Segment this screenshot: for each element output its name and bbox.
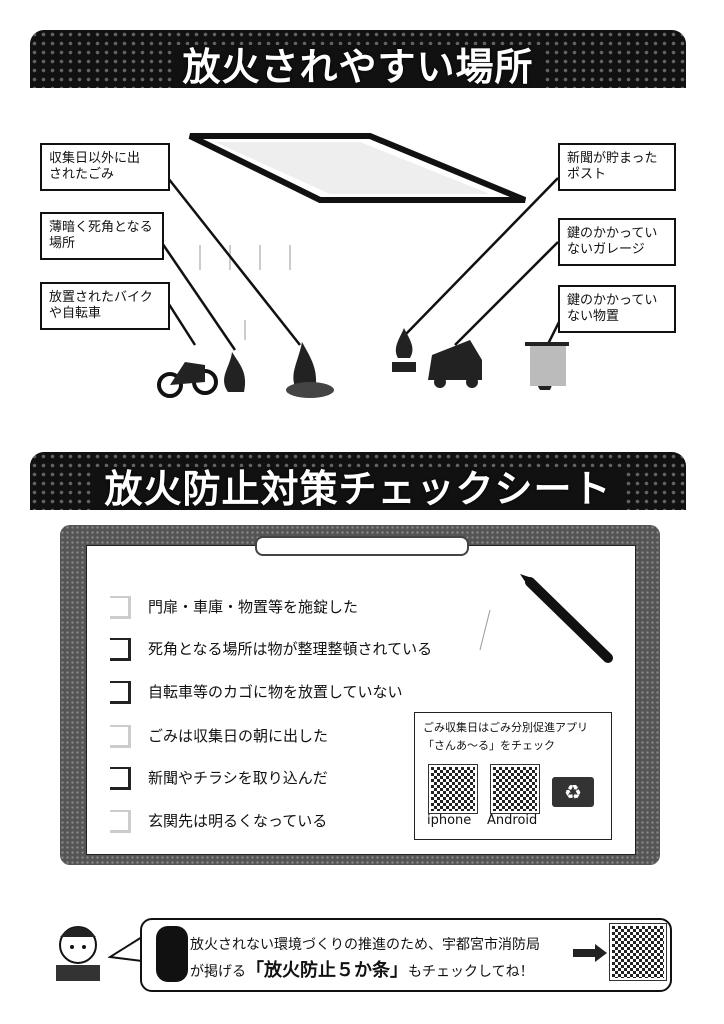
checkbox-5[interactable] bbox=[104, 765, 132, 790]
motorbike-icon bbox=[157, 362, 218, 398]
checkbox-3[interactable] bbox=[104, 679, 132, 704]
fire-icon bbox=[224, 328, 553, 395]
mascot-icon bbox=[56, 926, 100, 981]
footer-line-2-post: もチェックしてね！ bbox=[408, 964, 534, 980]
arrow-right-icon bbox=[573, 944, 607, 962]
footer-message-box: 放火されない環境づくりの推進のため、宇都宮市消防局 が掲げる「放火防止５か条」も… bbox=[140, 918, 672, 992]
footer-line-1: 放火されない環境づくりの推進のため、宇都宮市消防局 bbox=[190, 937, 540, 953]
app-line-2: 「さんあ～る」をチェック bbox=[423, 739, 555, 752]
iphone-label: iphone bbox=[427, 813, 472, 828]
clipboard-clip bbox=[255, 536, 469, 556]
checkbox-4[interactable] bbox=[104, 723, 132, 748]
check-item-2: 死角となる場所は物が整理整頓されている bbox=[148, 640, 433, 658]
check-item-6: 玄関先は明るくなっている bbox=[148, 812, 328, 830]
callout-bike: 放置されたバイク や自転車 bbox=[40, 282, 170, 330]
section2-banner: 放火防止対策チェックシート bbox=[30, 452, 686, 510]
footer-line-2-pre: が掲げる bbox=[190, 964, 246, 980]
callout-post: 新聞が貯まった ポスト bbox=[558, 143, 676, 191]
storage-shed bbox=[525, 342, 569, 346]
android-label: Android bbox=[487, 813, 538, 828]
section2-title: 放火防止対策チェックシート bbox=[94, 467, 622, 510]
section1-title: 放火されやすい場所 bbox=[172, 45, 544, 88]
callout-shed: 鍵のかかってい ない物置 bbox=[558, 285, 676, 333]
footer-five-rules: 「放火防止５か条」 bbox=[246, 960, 408, 981]
callout-garbage: 収集日以外に出 されたごみ bbox=[40, 143, 170, 191]
pencil-icon bbox=[479, 574, 613, 663]
car-icon bbox=[428, 340, 482, 380]
lantern-icon bbox=[156, 926, 188, 982]
recycle-icon: ♻ bbox=[552, 777, 594, 807]
check-item-4: ごみは収集日の朝に出した bbox=[148, 727, 329, 745]
callout-garage: 鍵のかかってい ないガレージ bbox=[558, 218, 676, 266]
check-item-3: 自転車等のカゴに物を放置していない bbox=[148, 683, 403, 701]
app-info-box: ごみ収集日はごみ分別促進アプリ 「さんあ～る」をチェック ♻ iphone An… bbox=[414, 712, 612, 840]
qr-code-android[interactable] bbox=[490, 764, 540, 814]
roof-inner bbox=[215, 142, 490, 194]
qr-code-fire-department[interactable] bbox=[609, 923, 667, 981]
checkbox-2[interactable] bbox=[104, 636, 132, 661]
checkbox-6[interactable] bbox=[104, 808, 132, 833]
check-item-1: 門扉・車庫・物置等を施錠した bbox=[148, 598, 359, 616]
app-line-1: ごみ収集日はごみ分別促進アプリ bbox=[423, 721, 588, 734]
garbage-pile bbox=[286, 382, 334, 398]
callout-blind-spot: 薄暗く死角となる 場所 bbox=[40, 212, 164, 260]
checkbox-1[interactable] bbox=[104, 594, 132, 619]
section1-banner: 放火されやすい場所 bbox=[30, 30, 686, 88]
mail-post bbox=[392, 362, 416, 372]
check-item-5: 新聞やチラシを取り込んだ bbox=[148, 769, 328, 787]
qr-code-iphone[interactable] bbox=[428, 764, 478, 814]
